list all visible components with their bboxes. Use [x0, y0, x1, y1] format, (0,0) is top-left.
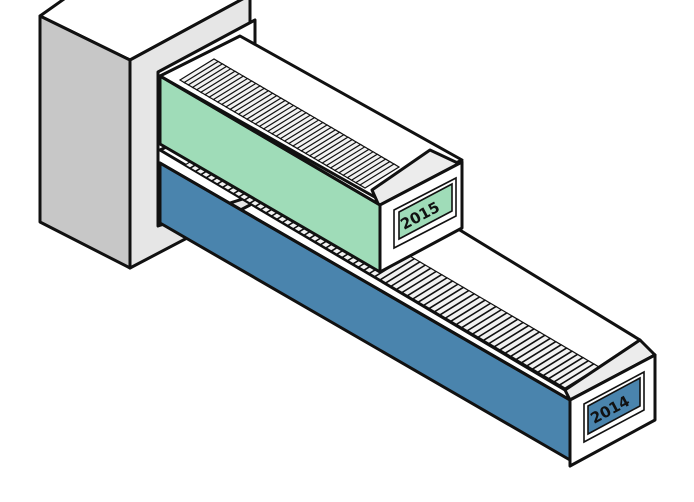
lower-label-plate — [587, 376, 641, 436]
upper-drawer-cards — [178, 58, 401, 189]
index-card — [358, 163, 401, 189]
upper-label-plate — [398, 182, 453, 241]
cabinet-side — [38, 14, 132, 270]
upper-drawer: 2015 — [158, 34, 464, 274]
